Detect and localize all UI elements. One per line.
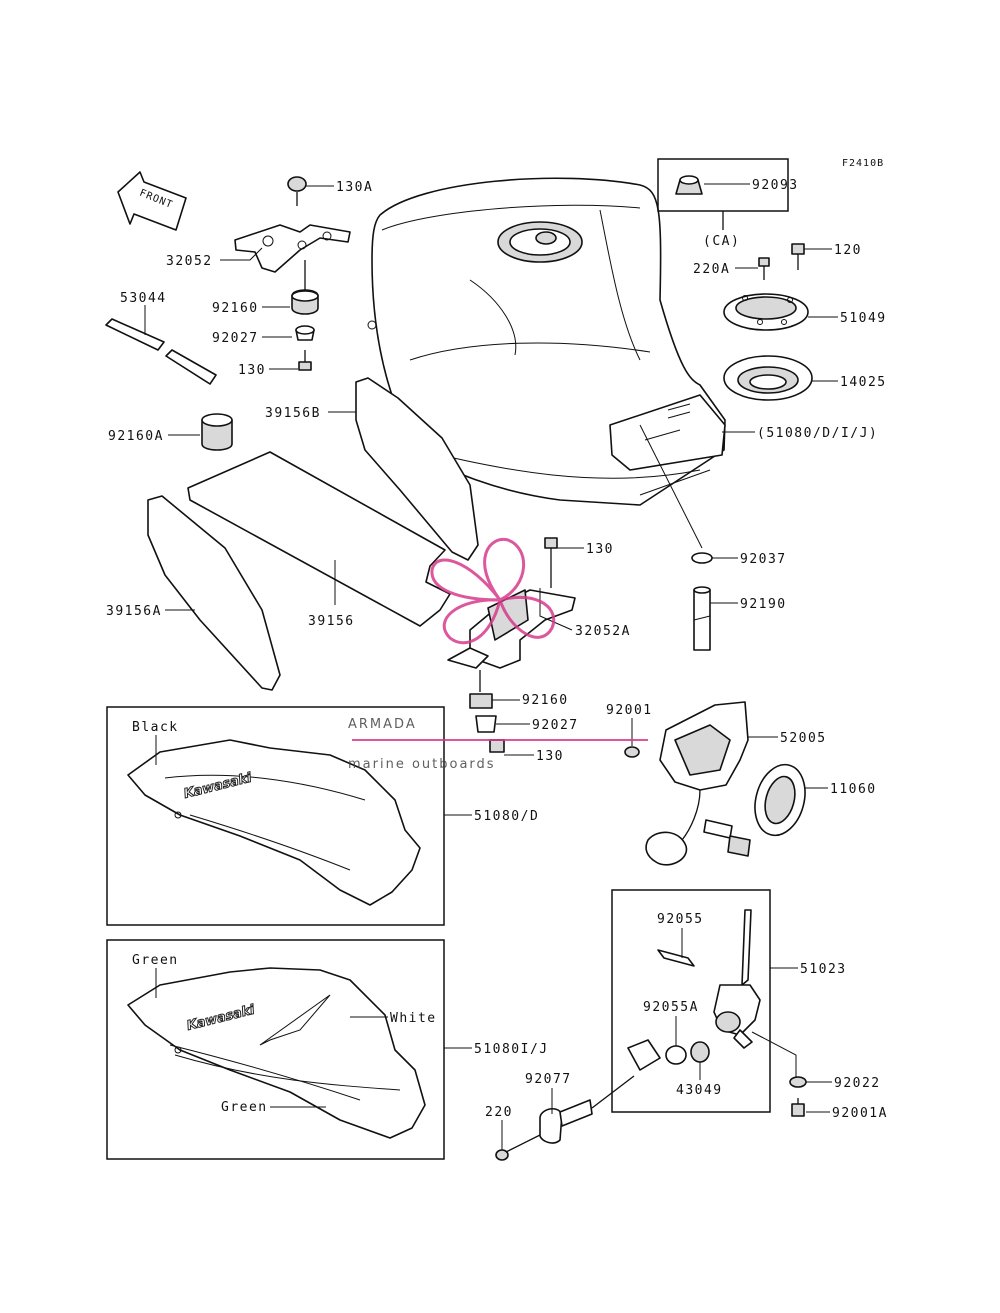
callout-labels: 130A 32052 53044 92160 92027 130 39156B … — [106, 178, 888, 1121]
panel-51080D-box — [106, 706, 445, 926]
label-green-bottom: Green — [221, 1100, 268, 1115]
callout-52005: 52005 — [780, 731, 827, 746]
callout-14025: 14025 — [840, 375, 887, 390]
cap-51049 — [723, 293, 809, 331]
callout-92077: 92077 — [525, 1072, 572, 1087]
label-green-top: Green — [132, 953, 179, 968]
bolt-220A — [758, 257, 770, 280]
callout-51023: 51023 — [800, 962, 847, 977]
callout-92160A: 92160A — [108, 429, 164, 444]
leader-lines — [144, 183, 838, 1150]
callout-51080DIJ: (51080/D/I/J) — [757, 426, 878, 441]
callout-92190: 92190 — [740, 597, 787, 612]
callout-220A: 220A — [693, 262, 730, 277]
callout-92160-center: 92160 — [522, 693, 569, 708]
pad-39156 — [187, 451, 451, 627]
panel-color-labels: Black Green White Green — [132, 720, 437, 1115]
cover-51080D: Kawasaki — [127, 739, 421, 906]
callout-92027: 92027 — [212, 331, 259, 346]
callout-43049: 43049 — [676, 1083, 723, 1098]
callout-92055: 92055 — [657, 912, 704, 927]
callout-220: 220 — [485, 1105, 513, 1120]
callout-39156A: 39156A — [106, 604, 162, 619]
callout-92037: 92037 — [740, 552, 787, 567]
callout-130: 130 — [238, 363, 266, 378]
callout-92093: 92093 — [752, 178, 799, 193]
callout-53044: 53044 — [120, 291, 167, 306]
callout-130-lower: 130 — [536, 749, 564, 764]
pad-39156B — [355, 377, 479, 561]
bolt-92001A — [791, 1098, 805, 1117]
callout-92001: 92001 — [606, 703, 653, 718]
label-black: Black — [132, 720, 179, 735]
bolt-120 — [791, 243, 805, 270]
callout-39156B: 39156B — [265, 406, 321, 421]
bracket-32052 — [234, 176, 351, 371]
front-arrow-icon: FRONT — [117, 171, 187, 231]
clamp-92037 — [691, 552, 713, 564]
callout-92055A: 92055A — [643, 1000, 699, 1015]
cover-51080IJ: Kawasaki — [127, 967, 426, 1139]
callout-CA: (CA) — [703, 234, 740, 249]
fuel-tap-51023-box — [611, 889, 771, 1113]
watermark-title: ARMADA — [348, 717, 417, 732]
strip-53044 — [105, 318, 217, 385]
callout-11060: 11060 — [830, 782, 877, 797]
fuel-tap-51023 — [627, 909, 761, 1071]
washer-92022 — [789, 1076, 807, 1088]
cap-92093 — [675, 175, 703, 195]
hose-92190 — [693, 586, 711, 651]
callout-32052: 32052 — [166, 254, 213, 269]
callout-51080IJ: 51080I/J — [474, 1042, 549, 1057]
watermark-flower-icon — [430, 537, 556, 645]
callout-92027-center: 92027 — [532, 718, 579, 733]
callout-92022: 92022 — [834, 1076, 881, 1091]
screw-220 — [495, 1134, 541, 1161]
label-white: White — [390, 1011, 437, 1026]
callout-32052A: 32052A — [575, 624, 631, 639]
knob-92077 — [539, 1075, 635, 1144]
callout-120: 120 — [834, 243, 862, 258]
watermark-subtitle: marine outboards — [348, 757, 496, 772]
figure-code: F2410B — [842, 158, 884, 169]
callout-130A: 130A — [336, 180, 373, 195]
callout-39156: 39156 — [308, 614, 355, 629]
fuel-tank — [367, 177, 726, 506]
ring-14025 — [723, 355, 813, 401]
callout-51049: 51049 — [840, 311, 887, 326]
callout-92160: 92160 — [212, 301, 259, 316]
gasket-11060 — [754, 763, 806, 837]
callout-130-center: 130 — [586, 542, 614, 557]
fuel-pump-52005 — [624, 701, 751, 866]
panel-51080IJ-box — [106, 939, 445, 1160]
pad-39156A — [147, 495, 281, 691]
callout-51080D: 51080/D — [474, 809, 539, 824]
damper-92160A — [201, 413, 233, 451]
watermark: ARMADA marine outboards — [348, 537, 648, 772]
callout-92001A: 92001A — [832, 1106, 888, 1121]
